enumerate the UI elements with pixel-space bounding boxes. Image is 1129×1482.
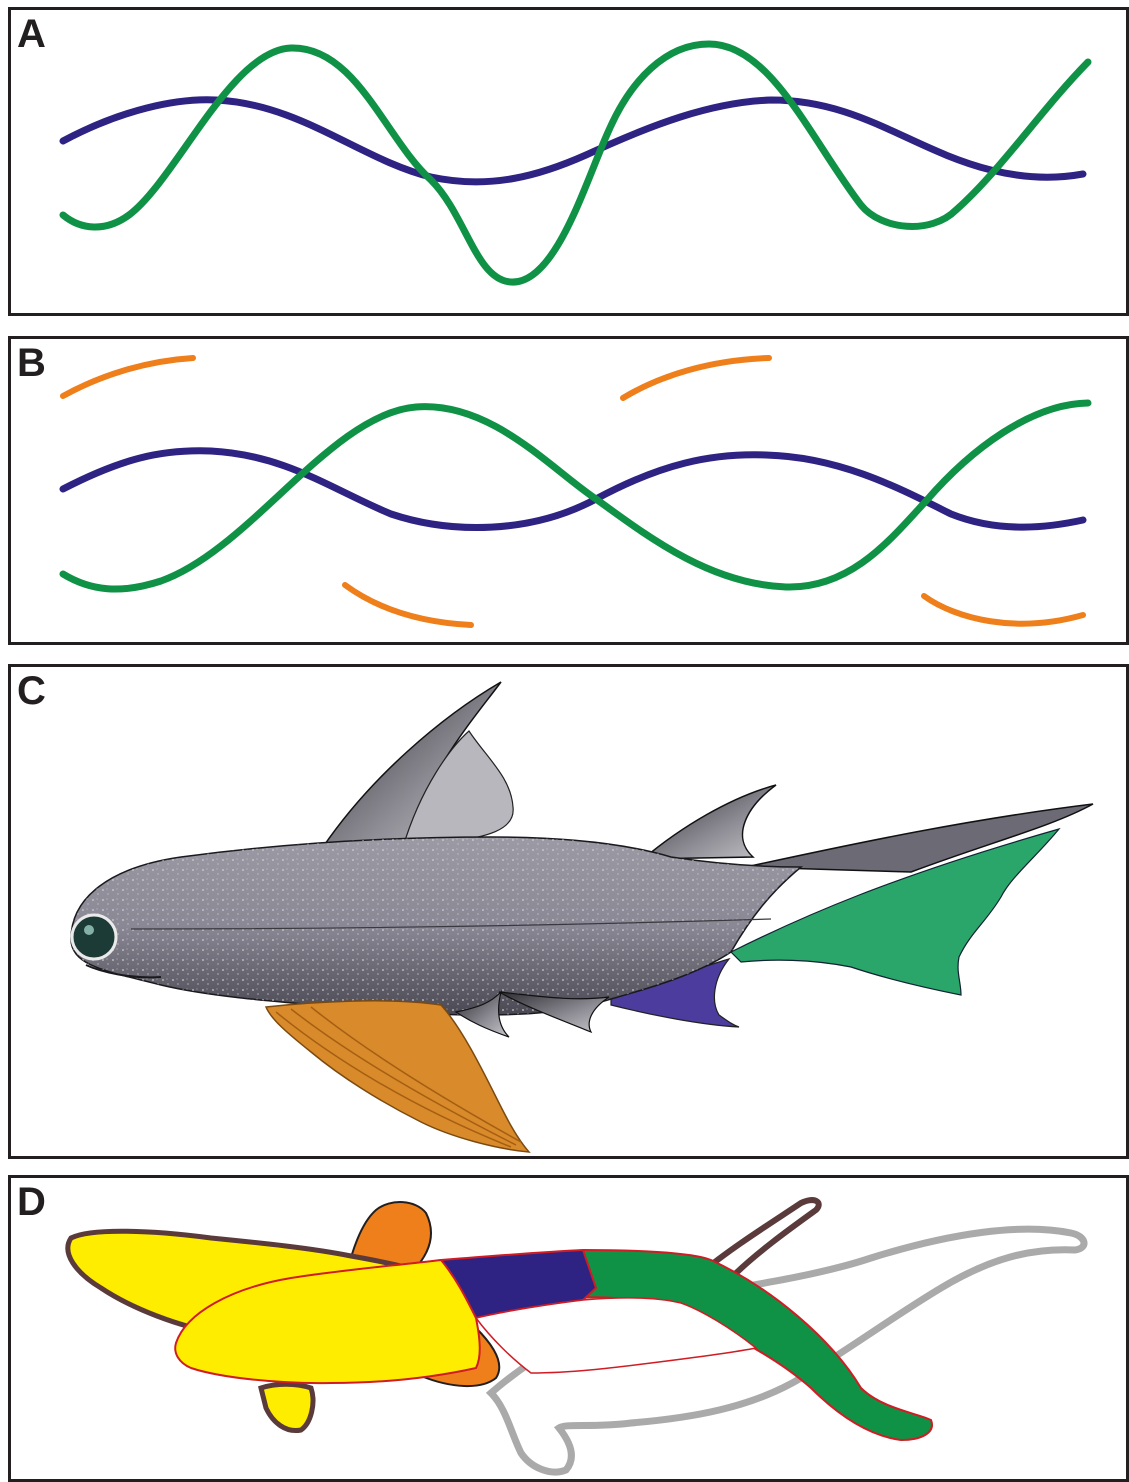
fish-illustration [70,681,1094,1153]
fish-eye [70,913,118,961]
panel-label-d: D [17,1180,46,1224]
wave-a-green [59,40,1092,286]
tail-outline-dark [694,1197,822,1282]
panel-c: C [8,664,1129,1159]
panel-a-waves [59,40,1092,286]
panel-a: A [8,7,1129,316]
arc-b-orange-3 [342,582,474,628]
caudal-fin-green [729,827,1061,996]
panel-label-c: C [17,669,46,713]
panel-label-b: B [17,341,46,385]
fish-mouth [85,964,162,979]
fish-body-texture [71,837,801,1015]
segment-white [474,1297,758,1374]
arc-b-orange-4 [921,593,1086,627]
arc-b-orange-1 [60,355,196,399]
arc-b-orange-2 [620,355,772,401]
first-dorsal-fin-membrane [402,730,514,848]
panel-d: D [8,1175,1129,1482]
wave-a-blue [59,96,1087,186]
body-yellow-front [174,1258,481,1385]
wave-b-blue [59,447,1087,531]
second-dorsal-fin [640,784,777,860]
panel-b: B [8,336,1129,645]
wave-b-green [59,399,1092,593]
pectoral-fin-rays [275,1006,522,1148]
small-ventral-fin-2 [498,991,610,1034]
lateral-line [130,918,772,930]
caudal-upper-lobe [745,803,1094,873]
body-yellow-back-tail [258,1381,316,1434]
panel-label-a: A [17,12,46,56]
fish-eye-highlight [84,925,94,935]
panel-b-waves [59,355,1092,628]
small-ventral-fin-1 [454,990,510,1038]
swimming-sequence [65,1197,1088,1476]
